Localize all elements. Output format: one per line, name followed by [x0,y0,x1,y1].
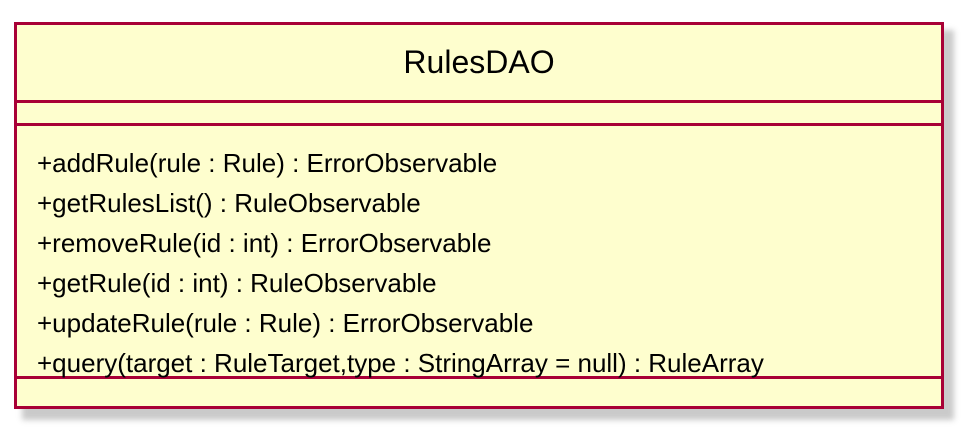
operations-compartment: +addRule(rule : Rule) : ErrorObservable … [17,126,941,378]
class-name: RulesDAO [403,44,555,80]
attributes-compartment [17,103,941,123]
attributes-divider [17,123,941,126]
operation-get-rule: +getRule(id : int) : RuleObservable [37,268,437,298]
operations-divider [17,376,941,379]
operation-get-rules-list: +getRulesList() : RuleObservable [37,188,421,218]
operation-add-rule: +addRule(rule : Rule) : ErrorObservable [37,148,498,178]
operation-update-rule: +updateRule(rule : Rule) : ErrorObservab… [37,308,534,338]
name-divider [17,100,941,103]
operation-remove-rule: +removeRule(id : int) : ErrorObservable [37,228,492,258]
class-box-rulesdao: RulesDAO +addRule(rule : Rule) : ErrorOb… [14,22,944,409]
operation-query: +query(target : RuleTarget,type : String… [37,348,764,378]
